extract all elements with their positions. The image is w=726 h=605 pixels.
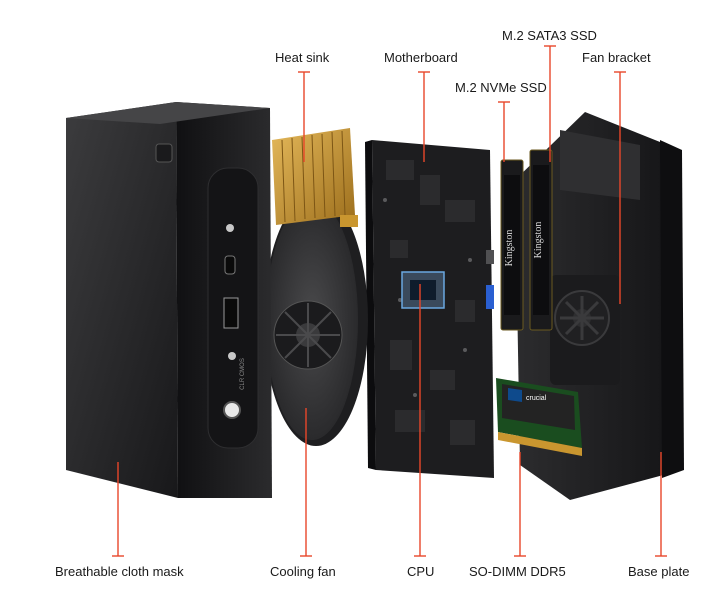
label-cloth-mask: Breathable cloth mask [55,564,184,579]
port-column [223,224,241,419]
sata-ssd: Kingston [529,149,553,331]
label-cooling-fan: Cooling fan [270,564,336,579]
label-fan-bracket: Fan bracket [582,50,651,65]
motherboard [365,140,494,478]
label-nvme-ssd: M.2 NVMe SSD [455,80,547,95]
ssd-brand-1: Kingston [504,230,515,267]
leader-lines [112,45,667,557]
label-heat-sink: Heat sink [275,50,330,65]
label-sata-ssd: M.2 SATA3 SSD [502,28,597,43]
heat-sink [272,128,358,227]
label-cpu: CPU [407,564,435,579]
chassis: CLR CMOS [66,102,272,498]
ram-brand: crucial [526,395,547,402]
ssd-brand-2: Kingston [533,222,544,259]
label-base-plate: Base plate [628,564,690,579]
nvme-ssd: Kingston [500,159,524,331]
fan-bracket [550,275,620,385]
cooling-fan [264,194,368,446]
label-motherboard: Motherboard [384,50,458,65]
cpu-chip [401,271,445,309]
label-ram: SO-DIMM DDR5 [469,564,566,579]
port-label: CLR CMOS [240,358,246,390]
ram-modules: crucial [496,378,582,456]
